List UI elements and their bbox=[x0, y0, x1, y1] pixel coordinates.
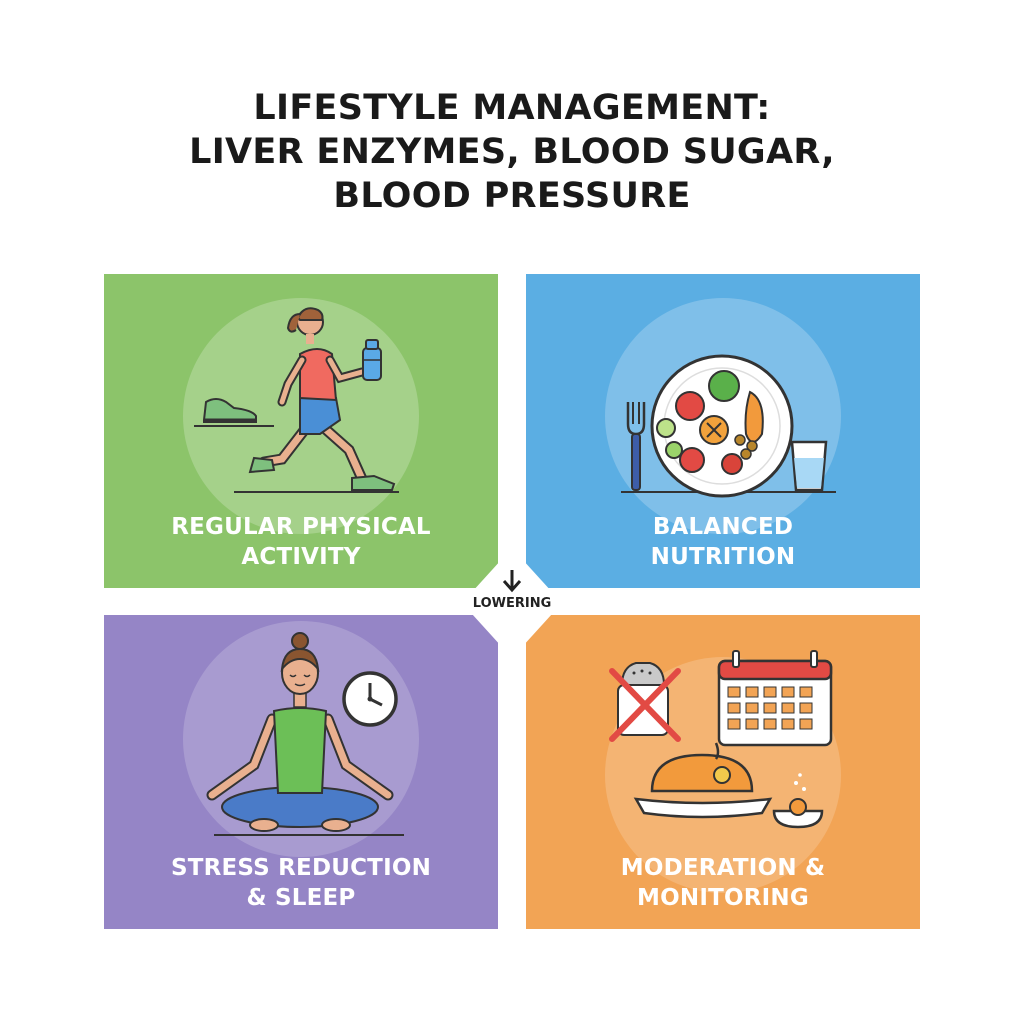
panel-activity-label: REGULAR PHYSICAL ACTIVITY bbox=[171, 514, 431, 570]
runner-icon bbox=[248, 307, 396, 491]
page-title: LIFESTYLE MANAGEMENT: LIVER ENZYMES, BLO… bbox=[0, 86, 1024, 218]
meal-bowl-icon bbox=[633, 742, 824, 829]
panel-moderation-monitoring: MODERATION & MONITORING bbox=[526, 615, 920, 929]
title-line-2: LIVER ENZYMES, BLOOD SUGAR, bbox=[189, 132, 835, 172]
calendar-icon bbox=[717, 650, 833, 747]
stress-illustration bbox=[183, 621, 419, 857]
title-line-3: BLOOD PRESSURE bbox=[333, 176, 691, 216]
panel-balanced-nutrition: BALANCED NUTRITION bbox=[526, 274, 920, 588]
down-arrow-icon bbox=[502, 570, 522, 593]
fork-icon bbox=[626, 402, 646, 491]
panel-physical-activity: REGULAR PHYSICAL ACTIVITY bbox=[104, 274, 498, 588]
plate-icon bbox=[650, 354, 794, 498]
nutrition-illustration bbox=[605, 298, 841, 534]
title-line-1: LIFESTYLE MANAGEMENT: bbox=[253, 88, 771, 128]
sneaker-icon bbox=[203, 398, 257, 423]
center-lowering-label: LOWERING bbox=[472, 596, 552, 611]
moderation-illustration bbox=[605, 650, 841, 893]
no-salt-icon bbox=[609, 662, 681, 742]
activity-illustration bbox=[183, 298, 419, 534]
panel-stress-sleep: STRESS REDUCTION & SLEEP bbox=[104, 615, 498, 929]
meditation-icon bbox=[206, 632, 394, 832]
panel-moderation-label: MODERATION & MONITORING bbox=[620, 855, 826, 911]
panel-stress-label: STRESS REDUCTION & SLEEP bbox=[170, 855, 432, 911]
center-lowering-badge bbox=[462, 548, 562, 658]
clock-icon bbox=[342, 671, 398, 727]
water-glass-icon bbox=[790, 440, 828, 492]
panel-nutrition-label: BALANCED NUTRITION bbox=[650, 514, 796, 570]
water-bottle-icon bbox=[362, 339, 382, 381]
